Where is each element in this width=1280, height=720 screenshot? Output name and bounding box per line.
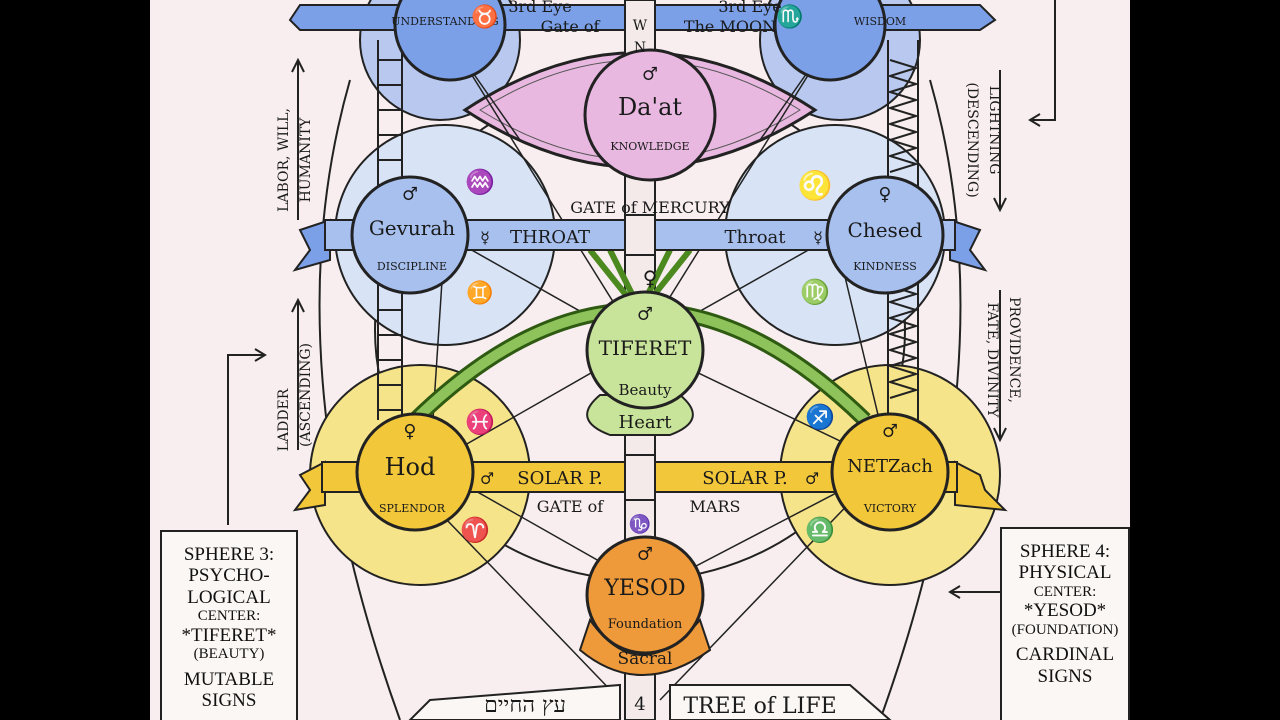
- sphere4-line2: PHYSICAL: [1018, 562, 1112, 584]
- right-side-label-2a: PROVIDENCE,: [1006, 297, 1022, 403]
- tiferet-circle: [585, 290, 705, 410]
- chesed-circle: [825, 175, 945, 295]
- side-arrows: [227, 0, 1056, 599]
- daat-name: Da'at: [618, 93, 682, 121]
- sphere3-line8: SIGNS: [201, 689, 257, 711]
- aries-icon: ♈: [460, 516, 490, 544]
- tree-banner: [669, 684, 892, 720]
- hod-symbol: ♀: [403, 421, 416, 442]
- gate-mars-a: GATE of: [537, 497, 605, 516]
- sphere4-line1: SPHERE 4:: [1019, 541, 1111, 562]
- letter-n: N: [634, 40, 646, 56]
- understanding-label: UNDERSTANDING: [391, 15, 498, 28]
- scorpio-icon: ♏: [776, 4, 803, 30]
- tiferet-name: TIFERET: [599, 336, 692, 360]
- capricorn-icon: ♑: [629, 513, 651, 535]
- tree-of-life-label: TREE of LIFE: [683, 694, 836, 719]
- sphere4-box: SPHERE 4: PHYSICAL CENTER: *YESOD* (FOUN…: [1000, 527, 1130, 720]
- left-gate-label: 3rd Eye: [508, 0, 571, 16]
- letter-w: W: [633, 18, 648, 34]
- sphere3-box: SPHERE 3: PSYCHO- LOGICAL CENTER: *TIFER…: [160, 530, 298, 720]
- daat-circle: [583, 48, 717, 182]
- taurus-icon: ♉: [471, 4, 498, 30]
- outer-arc-left: [318, 79, 401, 720]
- throat-left-label: THROAT: [510, 227, 590, 248]
- sagittarius-icon: ♐: [805, 403, 835, 431]
- hebrew-label: עץ החיים: [484, 693, 566, 718]
- venus-icon: ♀: [643, 266, 658, 290]
- gemini-icon: ♊: [466, 280, 493, 306]
- mercury-left-icon: ☿: [480, 228, 490, 247]
- gate-moon-a: Gate of: [541, 17, 601, 36]
- mercury-right-icon: ☿: [813, 228, 823, 247]
- gevurah-circle: [350, 175, 470, 295]
- chesed-symbol: ♀: [878, 184, 891, 205]
- throat-right-label: Throat: [724, 227, 786, 248]
- chesed-name: Chesed: [848, 218, 923, 242]
- hod-name: Hod: [385, 453, 436, 481]
- sphere3-line5: *TIFERET*: [181, 624, 277, 646]
- netzach-circle: [830, 412, 950, 532]
- netzach-symbol: ♂: [882, 421, 898, 442]
- libra-icon: ♎: [805, 516, 835, 544]
- chokmah-circle: [773, 0, 887, 82]
- sphere4-line7: SIGNS: [1037, 665, 1093, 687]
- sphere4-line6: CARDINAL: [1015, 644, 1115, 666]
- tiferet-symbol: ♂: [637, 304, 653, 325]
- gevurah-name: Gevurah: [369, 216, 455, 240]
- gate-mars-b: MARS: [690, 497, 741, 516]
- sphere3-line1: SPHERE 3:: [183, 544, 275, 565]
- left-side-label-1a: LABOR, WILL,: [276, 108, 292, 212]
- gevurah-sub: DISCIPLINE: [377, 260, 447, 273]
- netzach-sub: VICTORY: [863, 502, 917, 515]
- outer-arc-right: [879, 79, 962, 720]
- yesod-sub1: Foundation: [608, 617, 683, 632]
- daat-sub: KNOWLEDGE: [610, 140, 689, 153]
- leo-icon: ♌: [798, 169, 833, 202]
- right-gate-label: 3rd Eye: [718, 0, 781, 16]
- right-side-label-1b: (DESCENDING): [964, 82, 980, 197]
- bottom-number: 4: [634, 694, 645, 715]
- hebrew-banner: [408, 683, 621, 720]
- tiferet-sub1: Beauty: [618, 381, 672, 399]
- tree-of-life-diagram: 3rd Eye 3rd Eye Gate of The MOON W N UND…: [227, 0, 1056, 720]
- wisdom-label: WISDOM: [854, 15, 906, 28]
- gate-moon-b: The MOON: [684, 17, 776, 36]
- right-side-label-1a: LIGHTNING: [986, 86, 1002, 175]
- diagram-paper: 3rd Eye 3rd Eye Gate of The MOON W N UND…: [150, 0, 1130, 720]
- pisces-icon: ♓: [465, 408, 495, 436]
- sphere3-line7: MUTABLE: [183, 668, 275, 690]
- chesed-sub: KINDNESS: [853, 260, 917, 273]
- solar-left-label: SOLAR P.: [517, 468, 603, 489]
- sphere4-line4: *YESOD*: [1023, 600, 1107, 622]
- tiferet-sub2: Heart: [619, 412, 673, 433]
- aquarius-icon: ♒: [465, 168, 495, 196]
- gevurah-symbol: ♂: [402, 184, 418, 205]
- hod-circle: [355, 412, 475, 532]
- yesod-symbol: ♂: [637, 544, 653, 565]
- right-side-label-2b: FATE, DIVINITY: [984, 302, 1000, 418]
- netzach-name: NETZach: [847, 456, 933, 477]
- virgo-icon: ♍: [800, 278, 830, 306]
- daat-symbol: ♂: [642, 64, 658, 85]
- left-side-label-2a: LADDER: [276, 388, 292, 451]
- sphere4-line3: CENTER:: [1033, 583, 1097, 600]
- sphere3-line6: (BEAUTY): [193, 645, 265, 662]
- mars-right-icon: ♂: [805, 469, 819, 488]
- binah-circle: [393, 0, 507, 82]
- yesod-sub2: Sacral: [617, 649, 672, 669]
- sphere3-line4: CENTER:: [197, 607, 261, 624]
- solar-right-label: SOLAR P.: [702, 468, 788, 489]
- left-side-label-1b: HUMANITY: [298, 117, 314, 203]
- yesod-circle: [585, 535, 705, 655]
- sphere4-line5: (FOUNDATION): [1011, 621, 1119, 638]
- mars-left-icon: ♂: [480, 469, 494, 488]
- hod-sub: SPLENDOR: [379, 502, 446, 515]
- left-side-label-2b: (ASCENDING): [298, 343, 314, 447]
- sphere3-line3: LOGICAL: [187, 586, 271, 608]
- gate-mercury-label: GATE of MERCURY: [570, 198, 730, 217]
- yesod-name: YESOD: [603, 576, 685, 601]
- sphere3-line2: PSYCHO-: [188, 565, 270, 587]
